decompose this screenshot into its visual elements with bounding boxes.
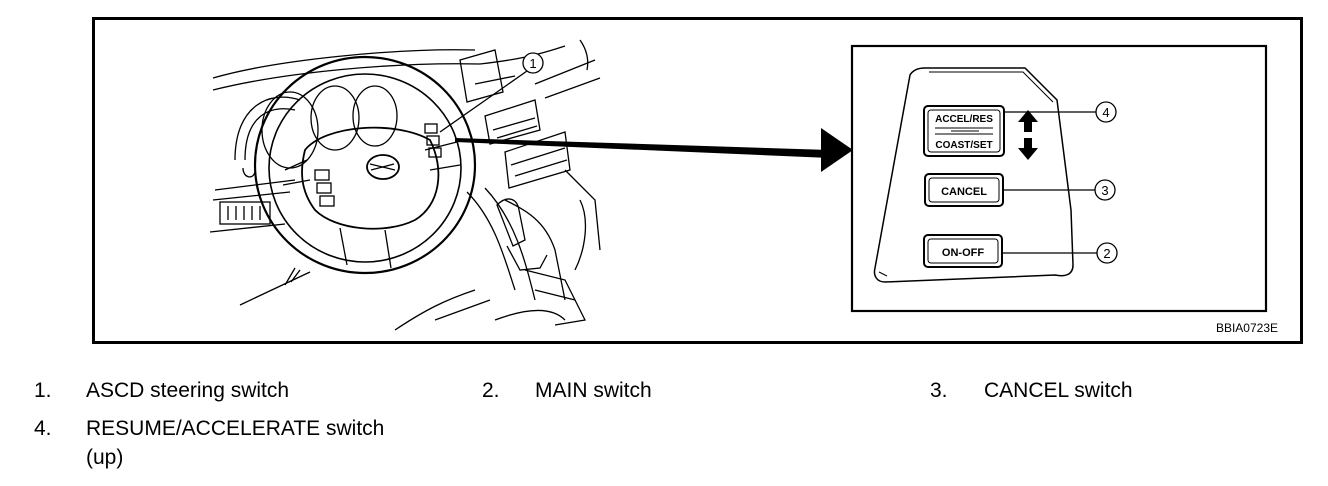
up-down-arrow-icon — [1018, 110, 1038, 160]
detail-arrow — [455, 128, 853, 172]
callout-3-marker: 3 — [1003, 179, 1116, 201]
legend-text-3: CANCEL switch — [984, 379, 1133, 402]
callout-4-marker: 4 — [1004, 101, 1117, 123]
accel-coast-switch: ACCEL/RES COAST/SET — [923, 105, 1005, 157]
steering-wheel-illustration — [209, 39, 601, 331]
callout-4-label: 4 — [1102, 105, 1109, 120]
callout-2-label: 2 — [1103, 246, 1110, 261]
legend-number-3: 3. — [930, 379, 948, 402]
callout-1-label: 1 — [529, 56, 536, 71]
diagram-frame: 1 ACCEL/RES COAST/SET — [92, 17, 1303, 344]
legend-text-4: RESUME/ACCELERATE switch — [86, 417, 385, 440]
accel-res-label: ACCEL/RES — [935, 114, 993, 125]
legend-number-1: 1. — [34, 379, 52, 402]
cancel-label: CANCEL — [941, 186, 987, 198]
callout-1-marker: 1 — [439, 52, 544, 133]
coast-set-label: COAST/SET — [935, 140, 992, 151]
on-off-label: ON-OFF — [942, 247, 984, 259]
figure-id: BBIA0723E — [1215, 321, 1278, 335]
legend-number-4: 4. — [34, 417, 52, 440]
switch-detail-panel: ACCEL/RES COAST/SET CANCEL ON-OFF — [850, 44, 1268, 313]
legend-text-1: ASCD steering switch — [86, 379, 290, 402]
cancel-switch: CANCEL — [924, 173, 1004, 207]
legend-text-4-line2: (up) — [86, 446, 124, 469]
diagram-artwork: 1 ACCEL/RES COAST/SET — [209, 39, 1268, 331]
on-off-switch: ON-OFF — [923, 234, 1003, 268]
legend-number-2: 2. — [482, 379, 500, 402]
callout-2-marker: 2 — [1002, 242, 1118, 264]
callout-3-label: 3 — [1101, 183, 1108, 198]
legend-text-2: MAIN switch — [535, 379, 652, 402]
